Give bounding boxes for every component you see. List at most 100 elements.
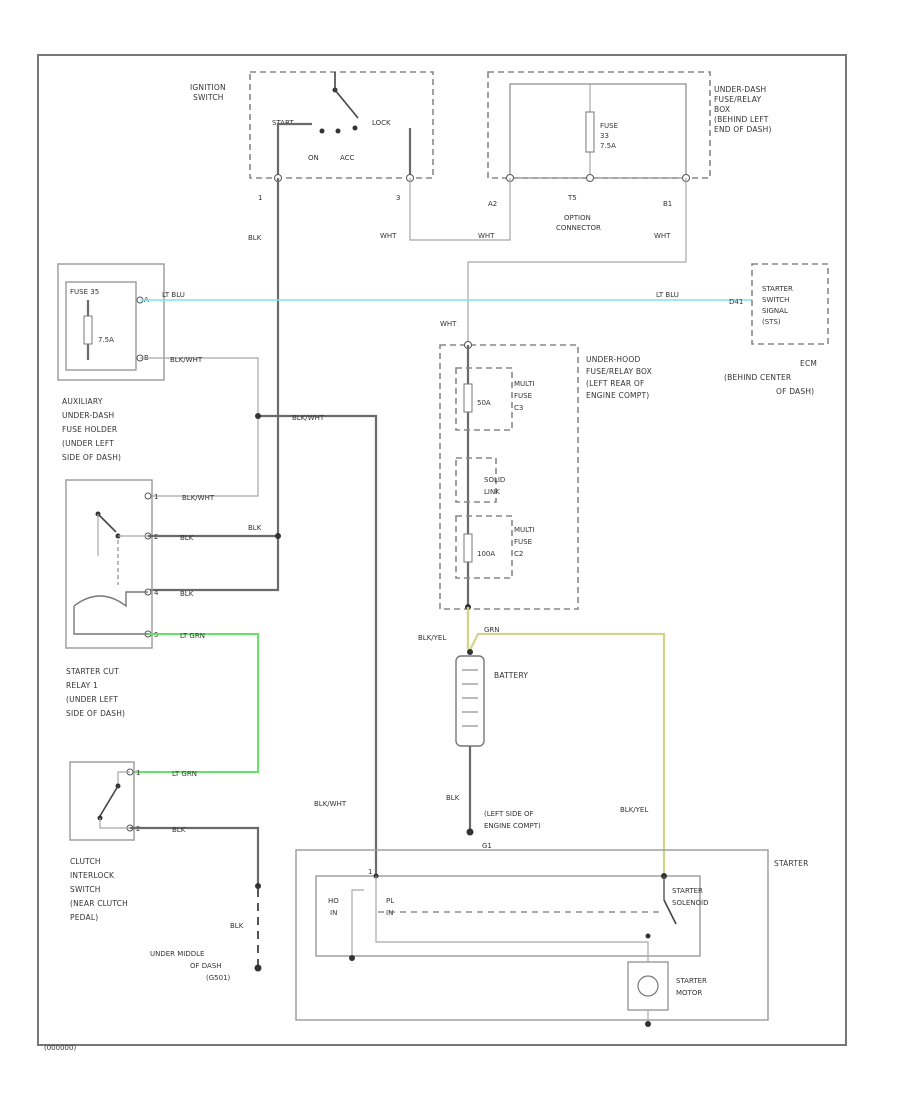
starter-motor-label-2: MOTOR [676,989,702,997]
underdash-box-label-5: END OF DASH) [714,125,772,134]
underdash-box-label-4: (BEHIND LEFT [714,115,769,124]
aux-holder-label-1: AUXILIARY [62,397,103,406]
battery: BATTERY BLK (LEFT SIDE OF ENGINE COMPT) … [446,649,541,850]
lt-grn-wire [134,633,259,773]
ecm-label-3: OF DASH) [776,387,814,396]
underdash-box-label-3: BOX [714,105,730,114]
blk-wht-wire-fuse-to-relay [140,357,259,497]
lt-blu-label-2: LT BLU [656,291,679,299]
ignition-switch-label-2: SWITCH [193,93,224,102]
fuse-33-label-2: 33 [600,132,609,140]
ignition-switch-label-1: IGNITION [190,83,226,92]
underdash-box-label-1: UNDER-DASH [714,85,766,94]
multi-fuse-c3-label-1: MULTI [514,380,534,388]
wht-label-1: WHT [380,232,397,240]
ignition-on-label: ON [308,154,319,162]
blk-wire-clutch [130,826,260,886]
solenoid-switch-arm [663,899,677,925]
clutch-interlock-switch: 1 2 CLUTCH INTERLOCK SWITCH (NEAR CLUTCH… [69,761,140,922]
hold-in-label-1: HO [328,897,339,905]
g501-label-2: OF DASH [190,962,222,970]
underhood-label-1: UNDER-HOOD [586,355,640,364]
aux-holder-label-3: FUSE HOLDER [62,425,117,434]
aux-holder-label-4: (UNDER LEFT [62,439,114,448]
aux-fuse-label-1: FUSE 35 [70,288,99,296]
solenoid-label-2: SOLENOID [672,899,708,907]
multi-fuse-c3-label-2: FUSE [514,392,532,400]
g501-label-1: UNDER MIDDLE [150,950,204,958]
ecm: D41 STARTER SWITCH SIGNAL (STS) ECM (BEH… [724,263,829,396]
figure-id: (000000) [44,1044,76,1052]
blk-wht-label-relay: BLK/WHT [182,494,215,502]
blk-yel-label-2: BLK/YEL [620,806,648,814]
blk-wire-ignition [150,178,280,592]
lt-blu-label-1: LT BLU [162,291,185,299]
battery-ground-label-2: ENGINE COMPT) [484,822,541,830]
ecm-pin: D41 [729,298,743,306]
relay-pin-1: 1 [154,493,158,501]
starter-motor-label-1: STARTER [676,977,707,985]
blk-label-clutch: BLK [172,826,186,834]
aux-fuse-holder: FUSE 35 7.5A A B AUXILIARY UNDER-DASH FU… [57,263,165,462]
multi-fuse-c2-label-2: FUSE [514,538,532,546]
ignition-lock-label: LOCK [372,119,391,127]
multi-fuse-c2-amp: 100A [477,550,495,558]
ecm-label-2: (BEHIND CENTER [724,373,791,382]
blk-wht-label-2: BLK/WHT [292,414,325,422]
relay-label-1: STARTER CUT [66,667,119,676]
option-connector-label-2: CONNECTOR [556,224,601,232]
sts-label-1: STARTER [762,285,793,293]
battery-ground-label-1: (LEFT SIDE OF [484,810,534,818]
blk-yel-wire-to-solenoid [469,632,666,876]
sts-label-3: SIGNAL [762,307,788,315]
clutch-switch-arm [99,785,119,817]
blk-label-battery: BLK [446,794,460,802]
sts-label-4: (STS) [762,318,781,326]
starter-cut-relay: 1 2 4 5 STARTER CUT RELAY 1 (UNDER LEFT … [65,479,159,718]
blk-wht-wire-to-starter [258,414,378,876]
solenoid-label-1: STARTER [672,887,703,895]
diagram-frame [37,54,847,1046]
wht-wire-b1-to-underhood [467,178,687,345]
starter-label: STARTER [774,859,809,868]
underhood-fuse-relay-box: UNDER-HOOD FUSE/RELAY BOX (LEFT REAR OF … [439,341,652,610]
ground-g501 [254,964,262,972]
wht-label-4: WHT [440,320,457,328]
underhood-label-3: (LEFT REAR OF [586,379,644,388]
wht-wire-ign-to-a2 [409,178,511,241]
relay-label-2: RELAY 1 [66,681,98,690]
clutch-label-3: SWITCH [70,885,101,894]
grn-label: GRN [484,626,500,634]
clutch-label-2: INTERLOCK [70,871,115,880]
relay-switch-arm [97,513,117,533]
pull-in-label-1: PL [386,897,394,905]
lt-grn-label-2: LT GRN [172,770,197,778]
wht-label-3: WHT [654,232,671,240]
multi-fuse-c3-label-3: C3 [514,404,523,412]
clutch-pin-1: 1 [136,769,140,777]
multi-fuse-c3-amp: 50A [477,399,491,407]
battery-ground-id: G1 [482,842,492,850]
ignition-switch: IGNITION SWITCH START LOCK ON ACC 1 3 [190,71,434,202]
sts-label-2: SWITCH [762,296,789,304]
ignition-acc-label: ACC [340,154,355,162]
pin-t5: T5 [567,194,577,202]
solid-link-label-2: LINK [484,488,500,496]
starter: STARTER 1 HO IN PL IN STARTER SOLENOID S… [295,849,809,1027]
fuse-33-label-3: 7.5A [600,142,616,150]
aux-holder-label-2: UNDER-DASH [62,411,114,420]
underhood-label-4: ENGINE COMPT) [586,391,649,400]
pull-in-label-2: IN [386,909,393,917]
multi-fuse-c2-label-3: C2 [514,550,523,558]
clutch-label-4: (NEAR CLUTCH [70,899,128,908]
option-connector-label-1: OPTION [564,214,591,222]
underdash-box-label-2: FUSE/RELAY [714,95,761,104]
multi-fuse-c2-label-1: MULTI [514,526,534,534]
blk-wht-label-1: BLK/WHT [170,356,203,364]
blk-label-relay-4: BLK [180,590,194,598]
lt-grn-label-1: LT GRN [180,632,205,640]
relay-pin-4: 4 [154,589,159,597]
fuse-33 [585,111,595,153]
hold-in-label-2: IN [330,909,337,917]
